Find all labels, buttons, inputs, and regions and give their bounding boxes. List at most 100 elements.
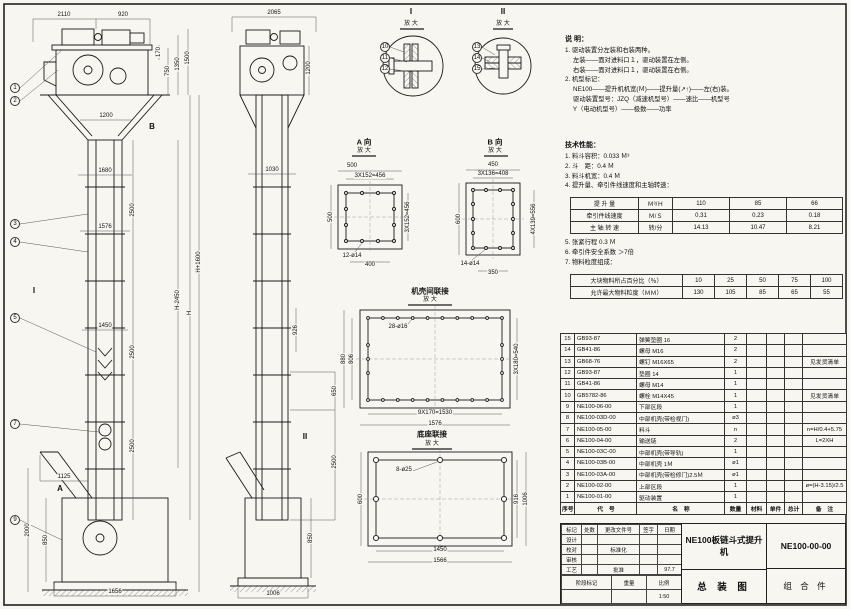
table-cell: Ｍ³/Ｈ — [638, 197, 673, 210]
table-cell: 螺栓 M14X45 — [636, 389, 725, 402]
table-cell — [784, 378, 803, 391]
table-cell: 100 — [810, 274, 843, 287]
notes-block: 说 明： 1. 驱动装置分左装和右装两种。 左装——面对进料口１，驱动装置在左侧… — [565, 34, 843, 114]
table-cell: 大块物料所占百分比（％） — [570, 274, 683, 287]
table-cell — [639, 544, 658, 555]
table-cell: 1 — [724, 366, 747, 380]
view1-dimension-lines — [19, 18, 200, 597]
detail-view-B — [458, 155, 535, 272]
table-cell — [746, 445, 767, 459]
table-cell: 料斗 — [636, 423, 725, 436]
table-cell: 设计 — [561, 534, 582, 545]
table-cell — [784, 400, 803, 414]
table-cell — [746, 344, 767, 357]
table-cell — [766, 491, 785, 504]
detail-section-I — [382, 28, 444, 97]
table-cell — [766, 378, 785, 391]
table-cell: 中部机壳(带检修门)2.5Ｍ — [636, 468, 725, 481]
table-cell: 14 — [560, 344, 575, 357]
table-cell — [597, 554, 640, 565]
table-cell — [581, 544, 598, 555]
table-cell: 2 — [724, 344, 747, 357]
table-cell: 10 — [682, 274, 715, 287]
text-line: 6. 牵引件安全系数 ＞7倍 — [565, 248, 634, 256]
table-cell — [766, 400, 785, 414]
table-cell — [746, 457, 767, 470]
table-cell: 校对 — [561, 544, 582, 555]
text-line: NE100——提升机机宽(Ｍ)——提升量(↗↑)——左(右)装。 — [565, 86, 733, 93]
table-cell: 0.23 — [729, 209, 787, 222]
table-row: 审核 — [561, 554, 682, 565]
table-cell: 垫圈 14 — [636, 366, 725, 380]
table-cell: Ｍ/Ｓ — [638, 209, 673, 222]
table-cell: 序号 — [560, 502, 575, 515]
drawing-subtitle: 总 装 图 — [697, 582, 751, 594]
table-cell: 8 — [560, 412, 575, 425]
table-cell: 主 轴 转 速 — [570, 221, 639, 234]
table-cell — [766, 355, 785, 368]
table-cell: GB93-87 — [574, 366, 637, 380]
table-cell: 提 升 量 — [570, 197, 639, 210]
table-cell — [746, 389, 767, 402]
table-cell: 中部机壳 1Ｍ — [636, 457, 725, 470]
table-cell: 输送链 — [636, 434, 725, 447]
table-cell — [766, 412, 785, 425]
table-cell: 15 — [560, 332, 575, 346]
table-cell: 1 — [724, 400, 747, 414]
table-cell: n=H/0.4+5.75 — [802, 423, 847, 436]
table-cell: 55 — [810, 286, 843, 299]
table-cell — [784, 355, 803, 368]
table-cell: 见发货清单 — [802, 389, 847, 402]
table-cell — [766, 389, 785, 402]
table-cell: 总计 — [784, 502, 803, 515]
table-row: 1:50 — [561, 589, 682, 604]
table-cell: 1 — [560, 491, 575, 504]
table-cell: 牵引件线速度 — [570, 209, 639, 222]
table-cell — [746, 378, 767, 391]
table-cell — [784, 479, 803, 493]
table-cell — [597, 534, 640, 545]
text-line: 1. 料斗容积：0.033 Ｍ³ — [565, 153, 630, 160]
table-cell: 审核 — [561, 554, 582, 565]
table-cell: 10.47 — [729, 221, 787, 234]
table-cell — [766, 344, 785, 357]
table-cell: 中部机壳(带导轨) — [636, 445, 725, 459]
table-cell: NE100-03B-00 — [574, 457, 637, 470]
table-cell — [802, 366, 847, 380]
table-cell: GB5782-86 — [574, 389, 637, 402]
table-cell: GB93-87 — [574, 332, 637, 346]
table-row: 标记处数更改文件号签字日期 — [561, 524, 682, 535]
table-cell: GB41-86 — [574, 344, 637, 357]
table-cell — [766, 332, 785, 346]
title-block-name-area: NE100板链斗式提升机 总 装 图 — [681, 524, 767, 603]
table-cell: 110 — [672, 197, 730, 210]
drawing-number: NE100-00-00 — [767, 524, 845, 570]
table-row: 校对标准化 — [561, 544, 682, 555]
table-cell: 6 — [560, 434, 575, 447]
table-cell — [561, 589, 612, 604]
table-cell — [784, 332, 803, 346]
table-cell: 备 注 — [802, 502, 847, 515]
table-cell: NE100-03A-00 — [574, 468, 637, 481]
table-cell: 13 — [560, 355, 575, 368]
table-cell — [766, 457, 785, 470]
drawing-title: NE100板链斗式提升机 — [682, 524, 766, 570]
table-cell: 65 — [778, 286, 811, 299]
table-cell — [784, 366, 803, 380]
table-cell: ø3 — [724, 412, 747, 425]
